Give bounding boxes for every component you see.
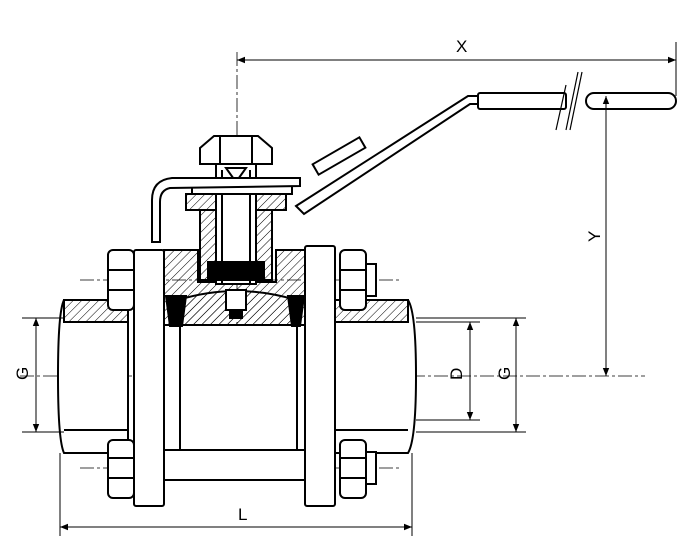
dimension-label-y: Y [585, 231, 604, 242]
dimension-label-l: L [238, 505, 247, 524]
left-flange [133, 249, 165, 507]
right-flange [304, 245, 336, 507]
right-end-connector [329, 299, 418, 454]
valve-body [163, 249, 306, 454]
dimension-label-x: X [456, 37, 467, 56]
left-end-connector [56, 299, 129, 454]
dimension-label-g-right: G [495, 367, 514, 380]
dimension-label-d: D [447, 368, 466, 380]
bolts [107, 249, 377, 499]
dimension-lines [22, 42, 677, 536]
dimension-label-g-left: G [13, 367, 32, 380]
